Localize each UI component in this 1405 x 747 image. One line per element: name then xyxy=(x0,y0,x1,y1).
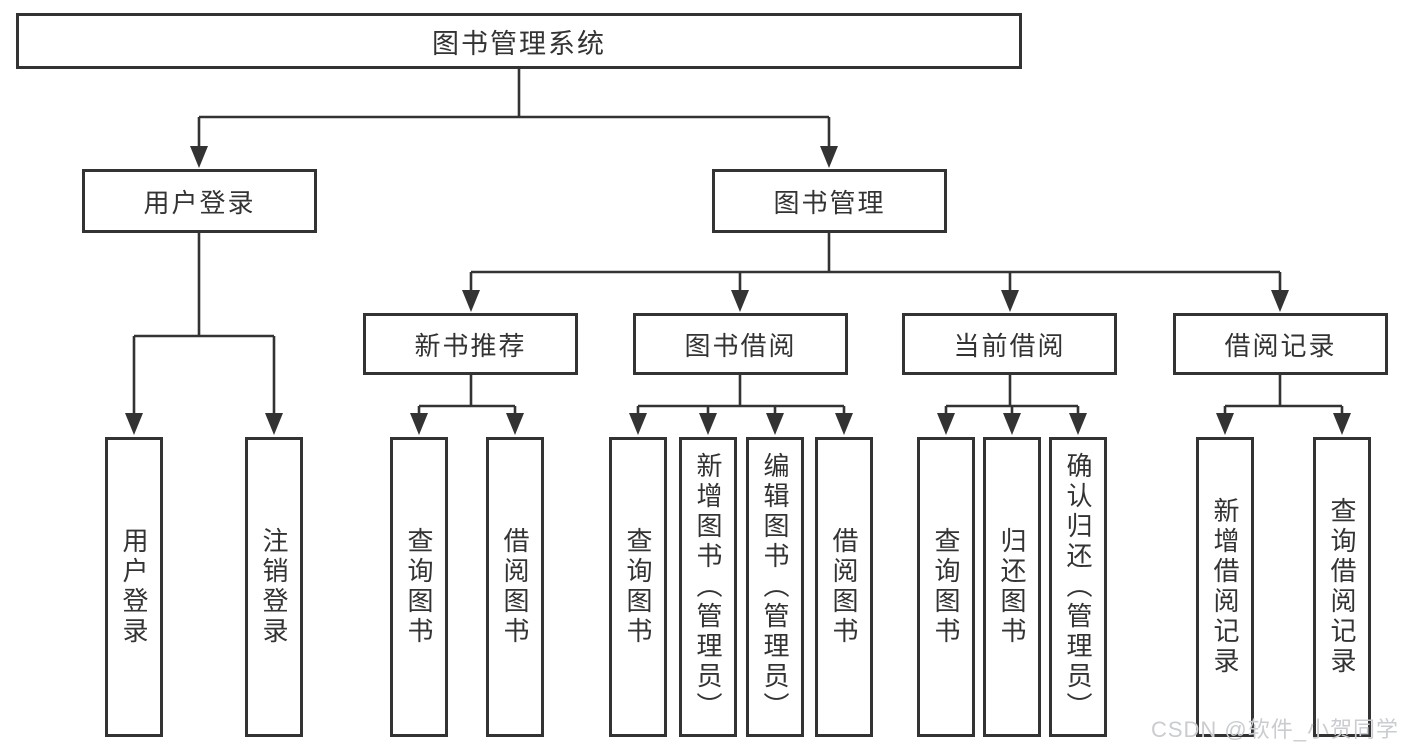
borrow-records-branch-connector xyxy=(1223,374,1344,414)
leaf-query-books-borrow: 查询图书 xyxy=(609,437,667,737)
arrowhead xyxy=(835,413,853,435)
leaf-user-login: 用户登录 xyxy=(105,437,163,737)
node-user-login: 用户登录 xyxy=(82,169,317,233)
leaf-label: 用户登录 xyxy=(119,527,149,647)
leaf-query-books-recommend: 查询图书 xyxy=(390,437,448,737)
leaf-label: 查询图书 xyxy=(404,527,434,647)
arrowhead xyxy=(1069,413,1087,435)
leaf-add-borrow-record: 新增借阅记录 xyxy=(1196,437,1254,737)
book-management-branch-connector xyxy=(469,233,1282,292)
new-book-recommend-branch-connector xyxy=(417,374,517,414)
arrowhead xyxy=(766,413,784,435)
node-label: 借阅记录 xyxy=(1224,330,1337,361)
leaf-return-book: 归还图书 xyxy=(983,437,1041,737)
csdn-watermark: CSDN @软件_小贺同学 xyxy=(1150,717,1399,742)
node-label: 新书推荐 xyxy=(414,330,527,361)
leaf-label: 借阅图书 xyxy=(829,527,859,647)
leaf-label: 查询借阅记录 xyxy=(1327,497,1357,677)
node-current-borrow: 当前借阅 xyxy=(902,313,1117,375)
leaf-edit-book-admin: 编辑图书（管理员） xyxy=(746,437,804,737)
arrowhead xyxy=(1001,290,1019,312)
node-borrow-records: 借阅记录 xyxy=(1173,313,1388,375)
arrowheads xyxy=(125,146,1351,435)
node-label: 图书借阅 xyxy=(684,330,797,361)
leaf-label: 新增图书（管理员） xyxy=(693,452,723,722)
leaf-label: 确认归还（管理员） xyxy=(1063,452,1093,722)
arrowhead xyxy=(462,290,480,312)
leaf-confirm-return-admin: 确认归还（管理员） xyxy=(1049,437,1107,737)
leaf-add-book-admin: 新增图书（管理员） xyxy=(679,437,737,737)
leaf-label: 注销登录 xyxy=(259,527,289,647)
arrowhead xyxy=(731,290,749,312)
arrowhead xyxy=(1003,413,1021,435)
leaf-label: 查询图书 xyxy=(931,527,961,647)
node-label: 当前借阅 xyxy=(953,330,1066,361)
node-label: 用户登录 xyxy=(143,187,256,218)
leaf-borrow-books: 借阅图书 xyxy=(815,437,873,737)
root-to-level2-connector xyxy=(197,69,831,148)
leaf-label: 编辑图书（管理员） xyxy=(760,452,790,722)
node-label: 图书管理系统 xyxy=(432,28,606,59)
arrowhead xyxy=(265,413,283,435)
node-library-system: 图书管理系统 xyxy=(16,13,1022,69)
arrowhead xyxy=(410,413,428,435)
leaf-query-books-current: 查询图书 xyxy=(917,437,975,737)
arrowhead xyxy=(1271,290,1289,312)
node-book-borrow: 图书借阅 xyxy=(633,313,848,375)
leaf-query-borrow-record: 查询借阅记录 xyxy=(1313,437,1371,737)
leaf-borrow-books-recommend: 借阅图书 xyxy=(486,437,544,737)
arrowhead xyxy=(1333,413,1351,435)
arrowhead xyxy=(125,413,143,435)
arrowhead xyxy=(629,413,647,435)
arrowhead xyxy=(937,413,955,435)
node-new-book-recommend: 新书推荐 xyxy=(363,313,578,375)
node-label: 图书管理 xyxy=(773,187,886,218)
arrowhead xyxy=(1216,413,1234,435)
leaf-label: 新增借阅记录 xyxy=(1210,497,1240,677)
current-borrow-branch-connector xyxy=(944,374,1080,414)
tree-connectors xyxy=(132,69,1344,414)
arrowhead xyxy=(506,413,524,435)
leaf-logout: 注销登录 xyxy=(245,437,303,737)
leaf-label: 查询图书 xyxy=(623,527,653,647)
arrowhead xyxy=(190,146,208,168)
leaf-label: 归还图书 xyxy=(997,527,1027,647)
user-login-branch-connector xyxy=(132,233,276,414)
arrowhead xyxy=(820,146,838,168)
arrowhead xyxy=(699,413,717,435)
book-borrow-branch-connector xyxy=(636,374,846,414)
node-book-management: 图书管理 xyxy=(712,169,947,233)
leaf-label: 借阅图书 xyxy=(500,527,530,647)
